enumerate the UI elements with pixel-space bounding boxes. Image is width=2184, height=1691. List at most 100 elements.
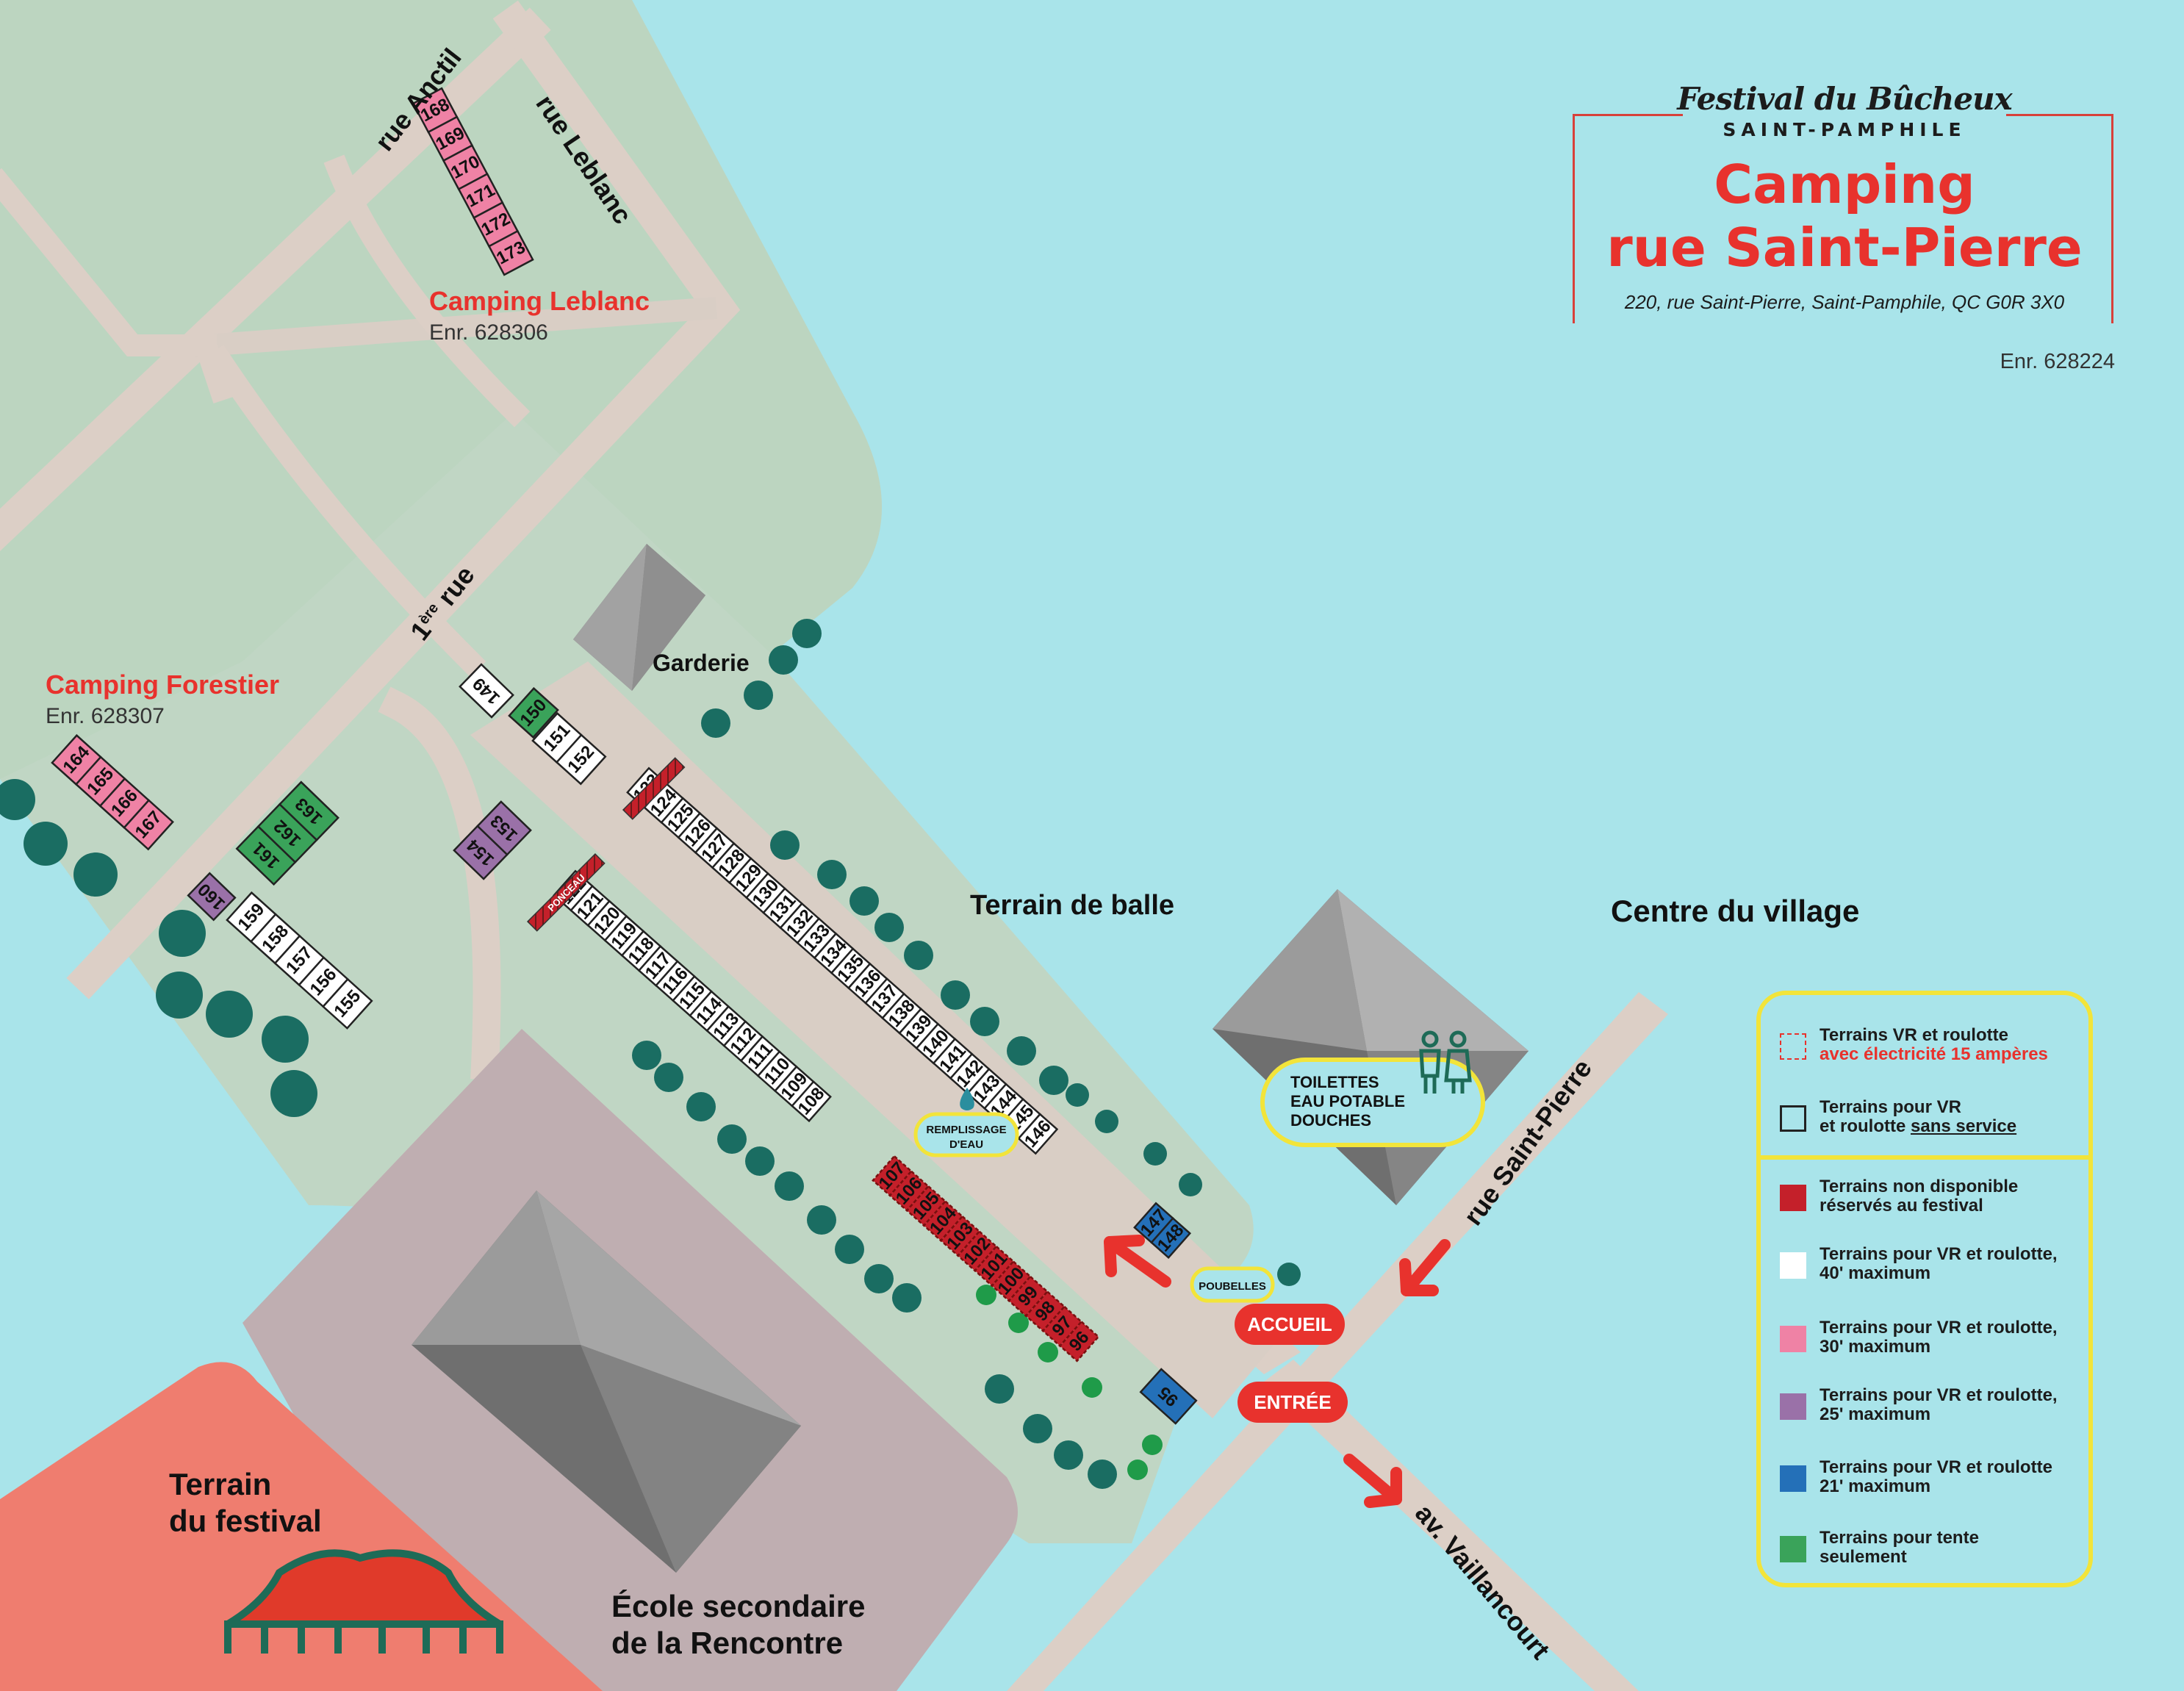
direction-arrows xyxy=(1104,1235,1451,1508)
map-header: Festival du Bûcheux SAINT-PAMPHILE Campi… xyxy=(1573,81,2116,323)
plot-166[interactable]: 166 xyxy=(98,777,151,829)
plot-shape xyxy=(476,800,532,856)
arrow-exit-icon xyxy=(1343,1454,1402,1508)
plot-172[interactable]: 172 xyxy=(473,201,520,248)
label-festival-line1: Terrain xyxy=(169,1467,271,1501)
legend-swatch-white xyxy=(1780,1252,1806,1279)
remplissage-line1: REMPLISSAGE xyxy=(926,1124,1006,1136)
legend-swatch-blue xyxy=(1780,1465,1806,1492)
registration-number: Enr. 628224 xyxy=(2000,350,2115,373)
garderie-building-icon xyxy=(573,544,705,691)
legend-text: Terrains pour VR et roulotte, xyxy=(1820,1385,2058,1405)
legend-swatch-green xyxy=(1780,1536,1806,1562)
plot-159[interactable]: 159 xyxy=(226,891,277,944)
plot-150[interactable]: 150 xyxy=(508,686,559,739)
remplissage-line2: D'EAU xyxy=(949,1138,983,1151)
plot-152[interactable]: 152 xyxy=(555,733,607,786)
legend-text: Terrains pour VR xyxy=(1820,1097,1961,1117)
accueil-label: ACCUEIL xyxy=(1247,1313,1332,1335)
plot-shape xyxy=(1041,1305,1083,1348)
plot-170[interactable]: 170 xyxy=(442,144,489,191)
arrow-entry-icon xyxy=(1399,1239,1451,1296)
plot-160[interactable]: 160 xyxy=(187,872,237,922)
legend-item-25ft: Terrains pour VR et roulotte,25' maximum xyxy=(1780,1386,2088,1430)
plot-171[interactable]: 171 xyxy=(457,173,504,219)
plot-shape xyxy=(487,229,534,276)
toilettes-bubble: TOILETTES EAU POTABLE DOUCHES xyxy=(1260,1030,1485,1147)
plot-shape xyxy=(278,780,340,841)
legend-swatch-red xyxy=(1780,1185,1806,1211)
plot-shape xyxy=(187,872,237,922)
legend-text: 40' maximum xyxy=(1820,1263,1931,1283)
hatched-marker xyxy=(622,757,686,820)
arrow-up-left-icon xyxy=(1104,1235,1171,1288)
label-terrain-de-balle: Terrain de balle xyxy=(970,890,1174,921)
legend-text: Terrains pour VR et roulotte, xyxy=(1820,1244,2058,1264)
plot-shape xyxy=(1058,1320,1100,1363)
entree-button[interactable]: ENTRÉE xyxy=(1238,1382,1348,1423)
plot-173[interactable]: 173 xyxy=(487,229,534,276)
plot-155[interactable]: 155 xyxy=(321,977,373,1030)
legend-text: avec électricité 15 ampères xyxy=(1820,1044,2048,1064)
legend-swatch-outline xyxy=(1780,1105,1806,1132)
address: 220, rue Saint-Pierre, Saint-Pamphile, Q… xyxy=(1624,291,2065,313)
plot-115[interactable]: 115 xyxy=(672,974,713,1017)
plot-100[interactable]: 100 xyxy=(991,1260,1032,1302)
legend-item-30ft: Terrains pour VR et roulotte,30' maximum xyxy=(1780,1318,2088,1363)
toilettes-line2: EAU POTABLE xyxy=(1290,1092,1405,1110)
plot-96[interactable]: 96 xyxy=(1058,1320,1100,1363)
plot-shape xyxy=(555,733,607,786)
legend-swatch-pink xyxy=(1780,1326,1806,1352)
toilettes-line3: DOUCHES xyxy=(1290,1111,1371,1130)
plot-95[interactable]: 95 xyxy=(1139,1368,1198,1425)
plot-167[interactable]: 167 xyxy=(123,799,174,851)
plot-shape xyxy=(791,1080,832,1123)
tent-trees xyxy=(976,1285,1163,1480)
label-garderie: Garderie xyxy=(653,650,750,676)
legend-text: 25' maximum xyxy=(1820,1404,1931,1424)
restroom-icon xyxy=(1419,1030,1472,1094)
accueil-button[interactable]: ACCUEIL xyxy=(1235,1304,1345,1345)
legend-text: et roulotte xyxy=(1820,1116,1911,1136)
remplissage-eau-bubble: REMPLISSAGE D'EAU xyxy=(913,1088,1019,1157)
trees xyxy=(0,619,1301,1489)
legend-text: Terrains VR et roulotte xyxy=(1820,1025,2008,1045)
plot-shape xyxy=(922,1199,964,1242)
page-title: Camping rue Saint-Pierre xyxy=(1573,153,2116,279)
campground-lane-area xyxy=(470,661,1286,1418)
legend-text: Terrains non disponible xyxy=(1820,1177,2019,1196)
plot-151[interactable]: 151 xyxy=(531,711,583,764)
plot-153[interactable]: 153 xyxy=(476,800,532,856)
plot-shape xyxy=(508,686,559,739)
av-vaillancourt-road xyxy=(1264,1360,1639,1691)
toilettes-line1: TOILETTES xyxy=(1290,1073,1379,1091)
legend-text: sans service xyxy=(1911,1116,2017,1136)
plot-shape xyxy=(1017,1113,1059,1155)
festival-tent-icon xyxy=(224,1549,503,1654)
plot-shape xyxy=(123,799,174,851)
plot-168[interactable]: 168 xyxy=(412,87,459,134)
legend-text: Terrains pour VR et roulotte, xyxy=(1820,1318,2058,1338)
plot-shape xyxy=(1150,1217,1192,1259)
legend-text: 30' maximum xyxy=(1820,1337,1931,1357)
festival-logo-subtitle: SAINT-PAMPHILE xyxy=(1723,119,1966,140)
legend-item-40ft: Terrains pour VR et roulotte,40' maximum xyxy=(1780,1245,2088,1289)
plot-shape xyxy=(459,663,514,719)
plot-shape xyxy=(1139,1368,1198,1425)
plot-107[interactable]: 107 xyxy=(872,1155,913,1197)
legend-text: seulement xyxy=(1820,1547,1907,1567)
camping-leblanc-name: Camping Leblanc xyxy=(429,286,650,316)
plot-shape xyxy=(321,977,373,1030)
legend-divider xyxy=(1761,1155,2088,1160)
label-ecole-line1: École secondaire xyxy=(611,1589,866,1623)
label-centre-du-village: Centre du village xyxy=(1611,894,1859,928)
camping-leblanc-enr: Enr. 628306 xyxy=(429,320,548,345)
title-line1: Camping xyxy=(1714,154,1975,215)
legend-text: 21' maximum xyxy=(1820,1476,1931,1496)
